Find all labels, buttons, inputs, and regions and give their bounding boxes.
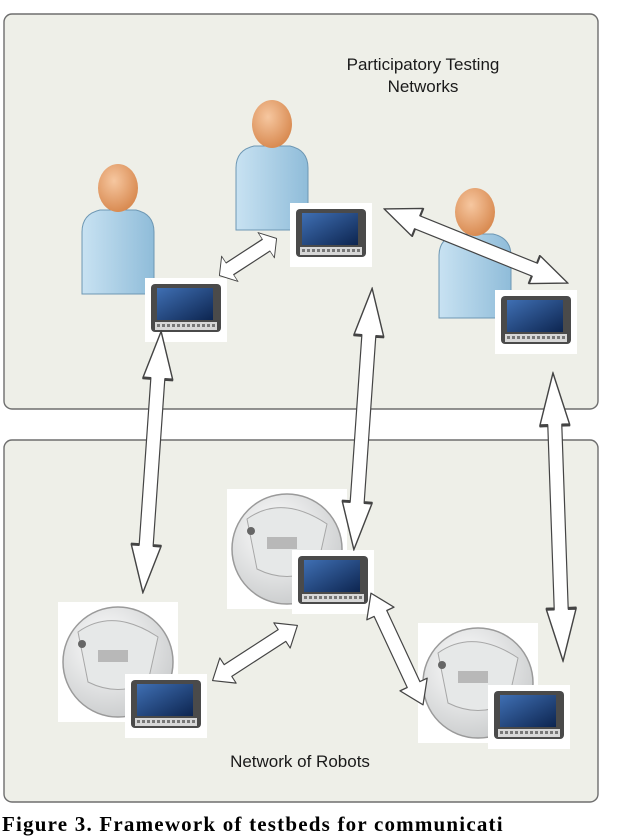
top-panel-title: Participatory Testing Networks bbox=[300, 54, 546, 98]
handheld-device-icon bbox=[145, 278, 227, 342]
handheld-device-icon bbox=[495, 290, 577, 354]
handheld-device-icon bbox=[290, 203, 372, 267]
figure-caption: Figure 3. Framework of testbeds for comm… bbox=[2, 812, 504, 836]
bottom-panel-title: Network of Robots bbox=[230, 752, 370, 771]
handheld-device-icon bbox=[488, 685, 570, 749]
top-panel-title-line2: Networks bbox=[387, 77, 459, 96]
handheld-device-icon bbox=[292, 550, 374, 614]
top-panel-title-line1: Participatory Testing bbox=[346, 55, 500, 74]
handheld-device-icon bbox=[125, 674, 207, 738]
